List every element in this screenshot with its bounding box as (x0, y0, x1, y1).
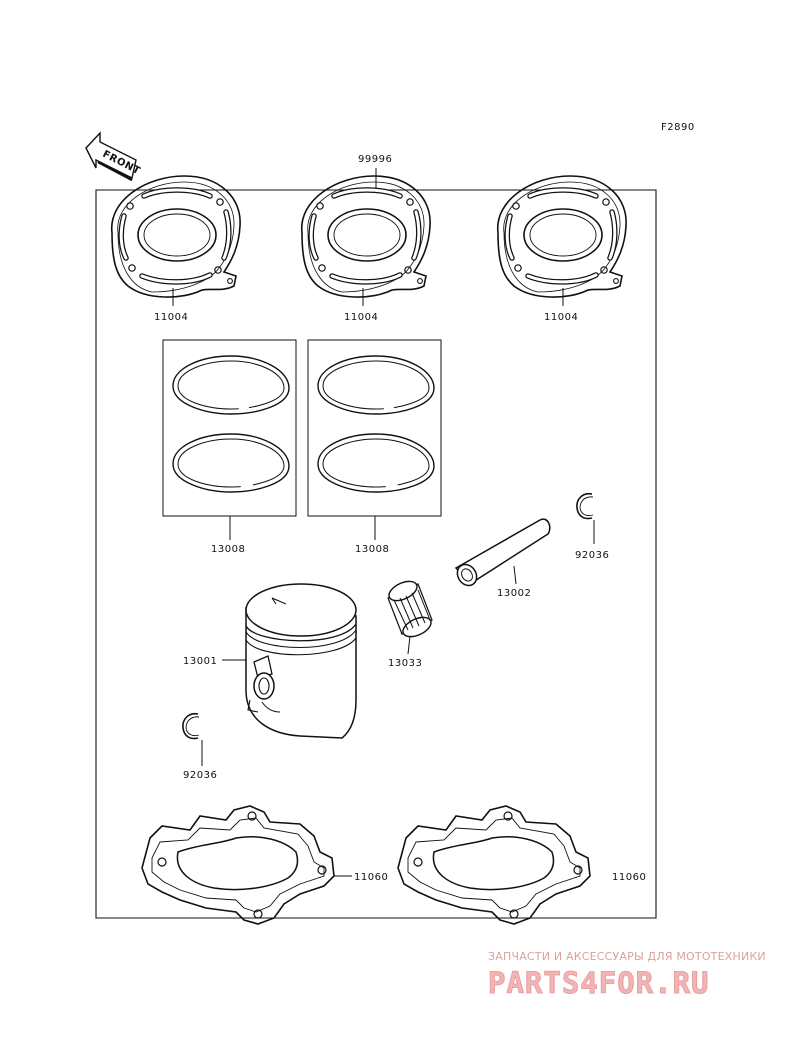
ring-set-left-box (162, 339, 297, 517)
leader-13033 (407, 635, 411, 655)
label-11004-right: 11004 (544, 312, 578, 323)
ring-set-right (316, 354, 436, 494)
label-11004-left: 11004 (154, 312, 188, 323)
piston (245, 583, 357, 739)
piston-pin (454, 518, 551, 587)
diagram-frame (95, 189, 657, 919)
label-13002: 13002 (497, 588, 531, 599)
label-13033: 13033 (388, 658, 422, 669)
label-92036-right: 92036 (575, 550, 609, 561)
snap-ring-right (576, 492, 594, 520)
label-92036-left: 92036 (183, 770, 217, 781)
figure-code: F2890 (661, 122, 695, 133)
label-11004-middle: 11004 (344, 312, 378, 323)
label-13001: 13001 (183, 656, 217, 667)
ring-set-left (171, 354, 291, 494)
watermark-logo: PARTS4FOR.RU (488, 966, 710, 1001)
head-gasket-left (112, 176, 240, 297)
base-gasket-left (141, 805, 335, 925)
label-11060-left: 11060 (354, 872, 388, 883)
ring-set-right-box (307, 339, 442, 517)
front-arrow-icon: FRONT (85, 131, 142, 182)
leader-13002 (513, 565, 517, 585)
needle-bearing (387, 580, 433, 638)
base-gasket-right (397, 805, 591, 925)
snap-ring-left (182, 712, 200, 740)
label-99996: 99996 (358, 154, 392, 165)
label-13008-left: 13008 (211, 544, 245, 555)
label-13008-right: 13008 (355, 544, 389, 555)
head-gasket-middle (302, 176, 430, 297)
watermark-tagline: ЗАПЧАСТИ И АКСЕССУАРЫ ДЛЯ МОТОТЕХНИКИ (488, 950, 766, 963)
head-gasket-right (498, 176, 626, 297)
label-11060-right: 11060 (612, 872, 646, 883)
